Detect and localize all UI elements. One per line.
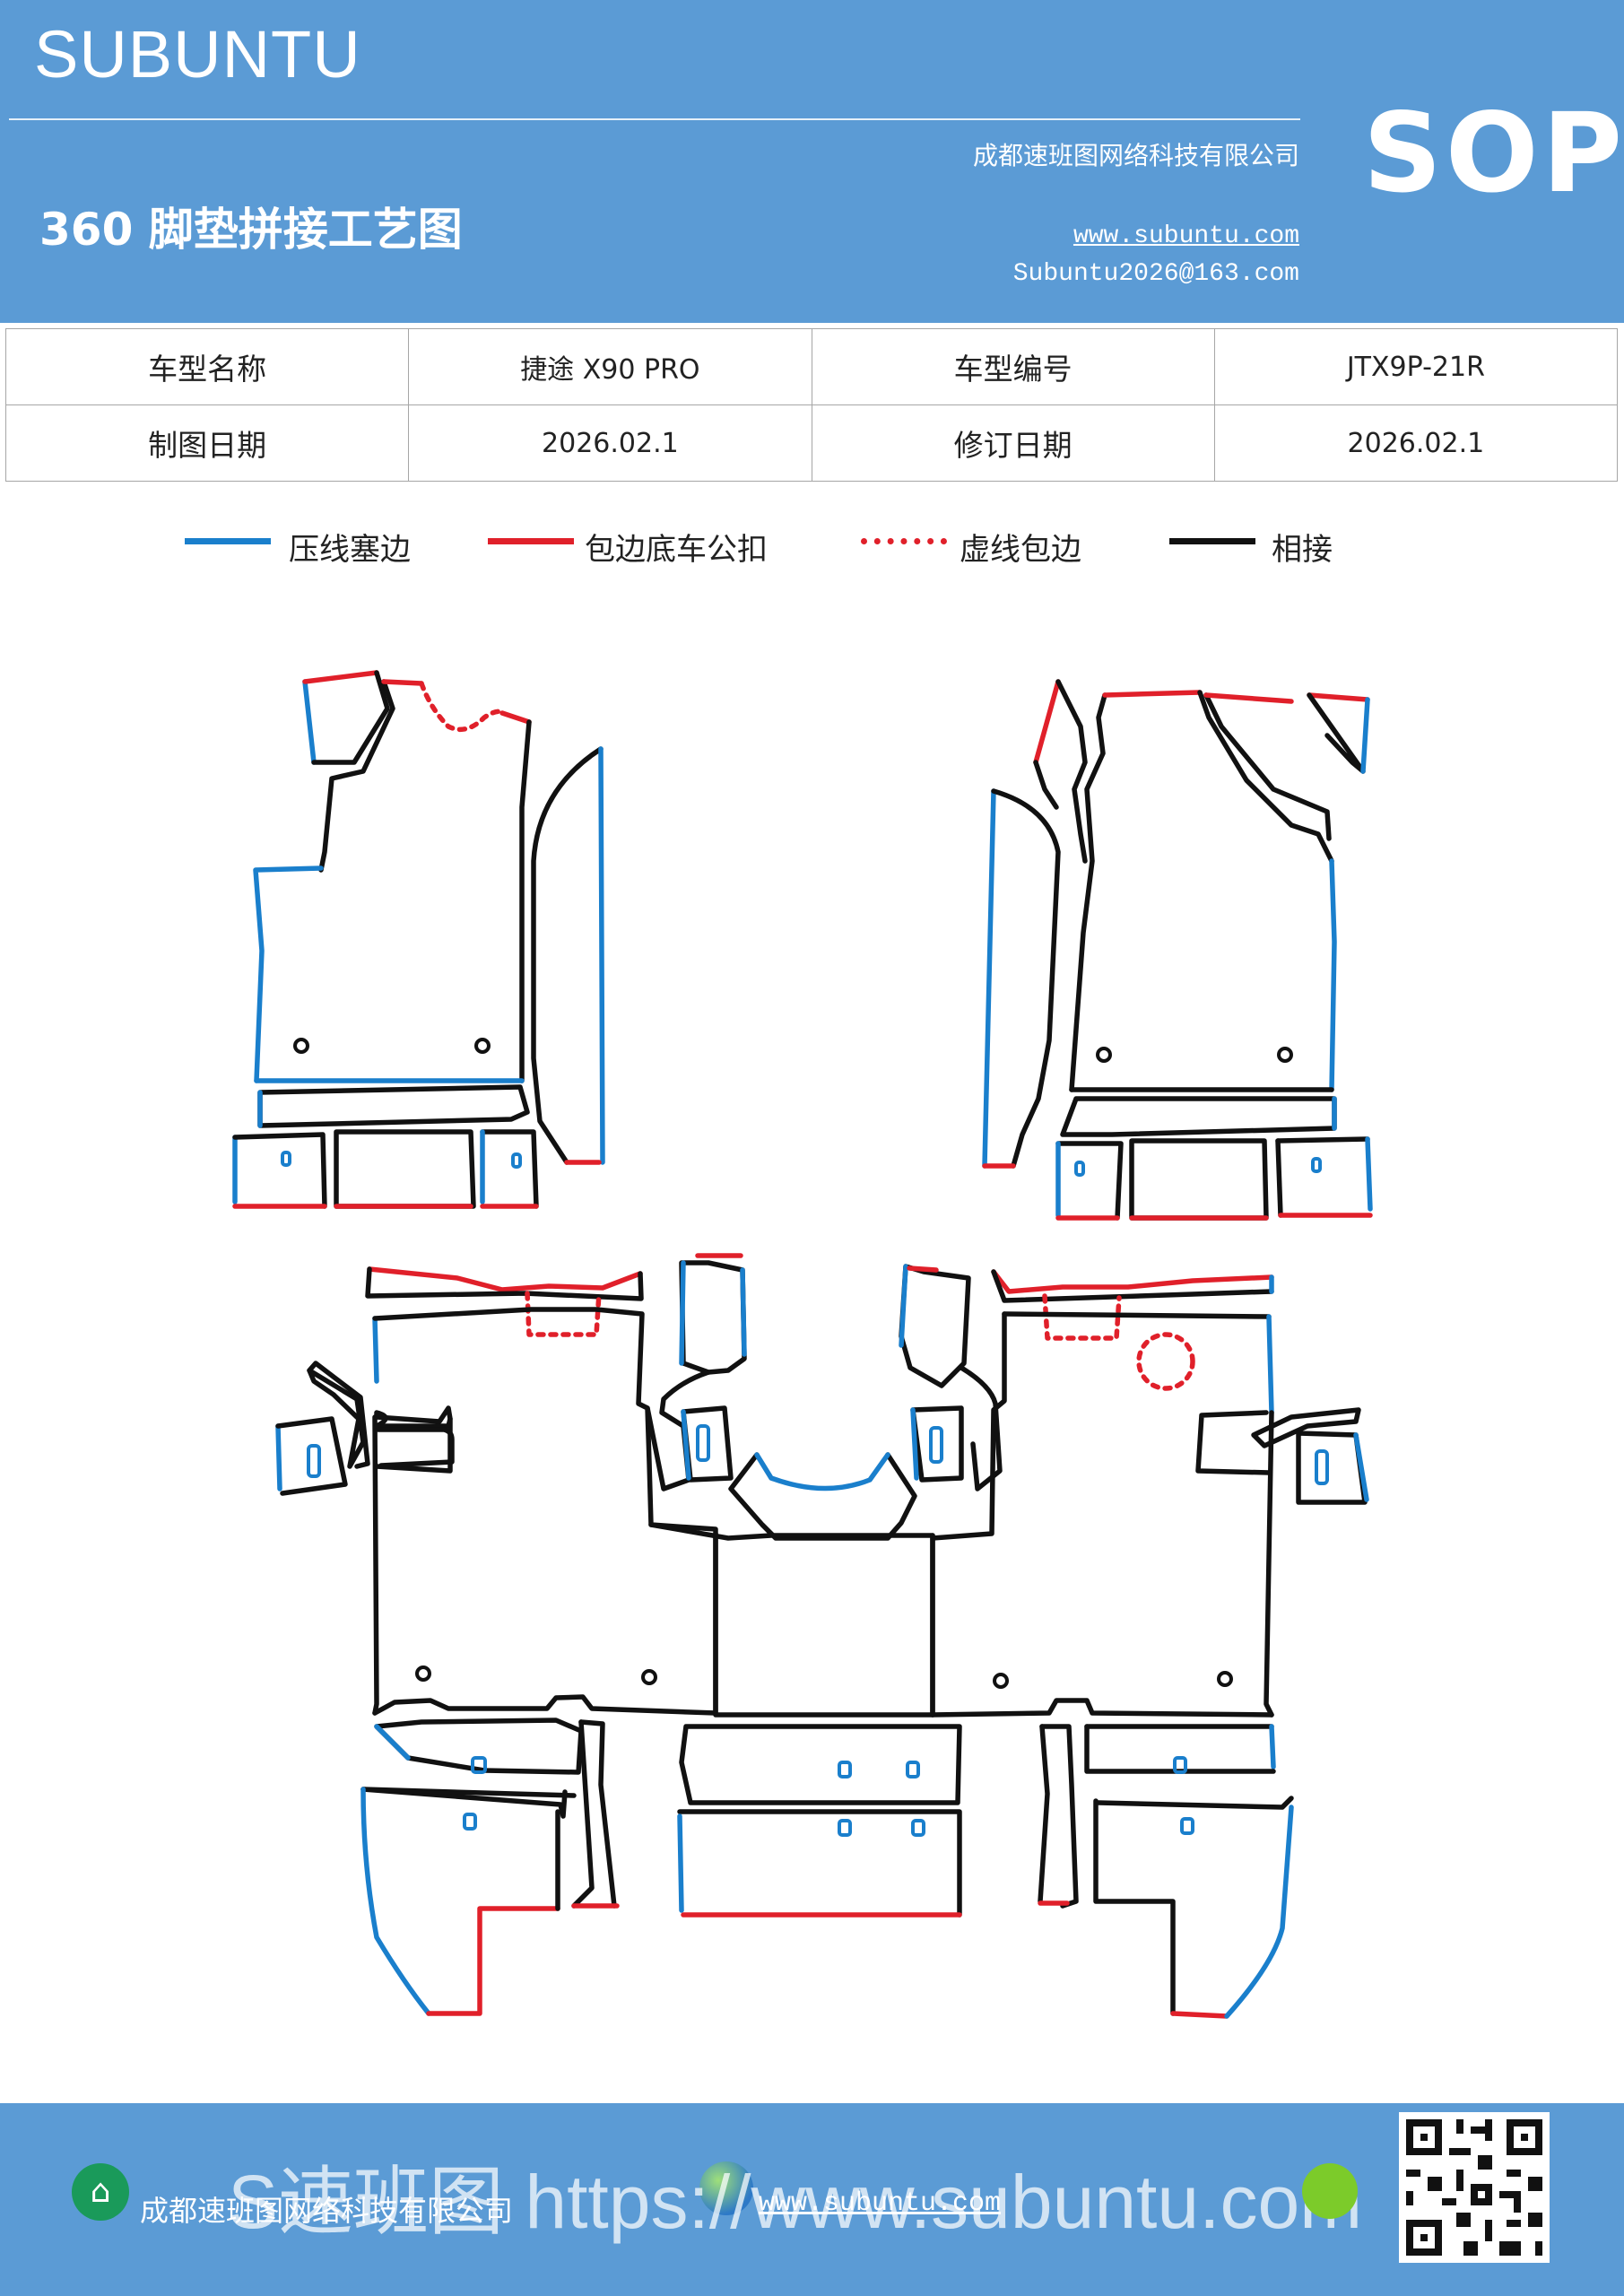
legend-swatch-red — [488, 538, 574, 544]
floor-mat-diagram — [232, 670, 1373, 2019]
legend-swatch-black — [1169, 538, 1255, 544]
legend-label: 压线塞边 — [289, 532, 411, 568]
model-code-value: JTX9P-21R — [1213, 328, 1619, 405]
legend-label: 虚线包边 — [960, 532, 1081, 568]
company-name: 成都速班图网络科技有限公司 — [972, 141, 1299, 170]
table-row: 制图日期 2026.02.1 修订日期 2026.02.1 — [4, 404, 1619, 482]
email-address: Subuntu2026@163.com — [1012, 260, 1299, 288]
sop-logo: SOP — [1363, 90, 1624, 217]
home-icon: ⌂ — [72, 2163, 129, 2221]
model-name-value: 捷途 X90 PRO — [408, 328, 812, 405]
front-right-mat — [982, 679, 1373, 1221]
revision-date-value: 2026.02.1 — [1213, 404, 1619, 482]
vehicle-info-table: 车型名称 捷途 X90 PRO 车型编号 JTX9P-21R 制图日期 2026… — [4, 328, 1619, 482]
revision-date-label: 修订日期 — [811, 404, 1215, 482]
table-row: 车型名称 捷途 X90 PRO 车型编号 JTX9P-21R — [4, 328, 1619, 405]
rear-right-mat — [930, 1269, 1369, 2019]
legend-swatch-dotted — [861, 538, 947, 544]
legend-label: 包边底车公扣 — [585, 532, 768, 568]
footer-website-link[interactable]: www.subuntu.com — [759, 2188, 1002, 2219]
model-code-label: 车型编号 — [811, 328, 1215, 405]
wechat-icon — [1302, 2163, 1358, 2219]
header-divider — [9, 118, 1300, 120]
legend-label: 相接 — [1272, 532, 1333, 568]
footer-watermark: S速班图 https://www.subuntu.com — [228, 2160, 1363, 2244]
front-left-mat — [232, 670, 605, 1209]
brand-logo-text: SUBUNTU — [34, 17, 361, 91]
legend-swatch-blue — [185, 538, 271, 544]
model-name-label: 车型名称 — [4, 328, 410, 405]
page-title: 360 脚垫拼接工艺图 — [39, 204, 463, 256]
header-banner — [0, 0, 1624, 323]
drawing-date-value: 2026.02.1 — [408, 404, 812, 482]
footer-company-name: 成都速班图网络科技有限公司 — [140, 2194, 514, 2228]
globe-icon — [699, 2161, 753, 2215]
rear-center-mat — [645, 1253, 1003, 1918]
website-link[interactable]: www.subuntu.com — [1073, 222, 1299, 250]
drawing-date-label: 制图日期 — [4, 404, 410, 482]
qr-code — [1399, 2112, 1550, 2263]
rear-left-mat — [275, 1266, 718, 2016]
